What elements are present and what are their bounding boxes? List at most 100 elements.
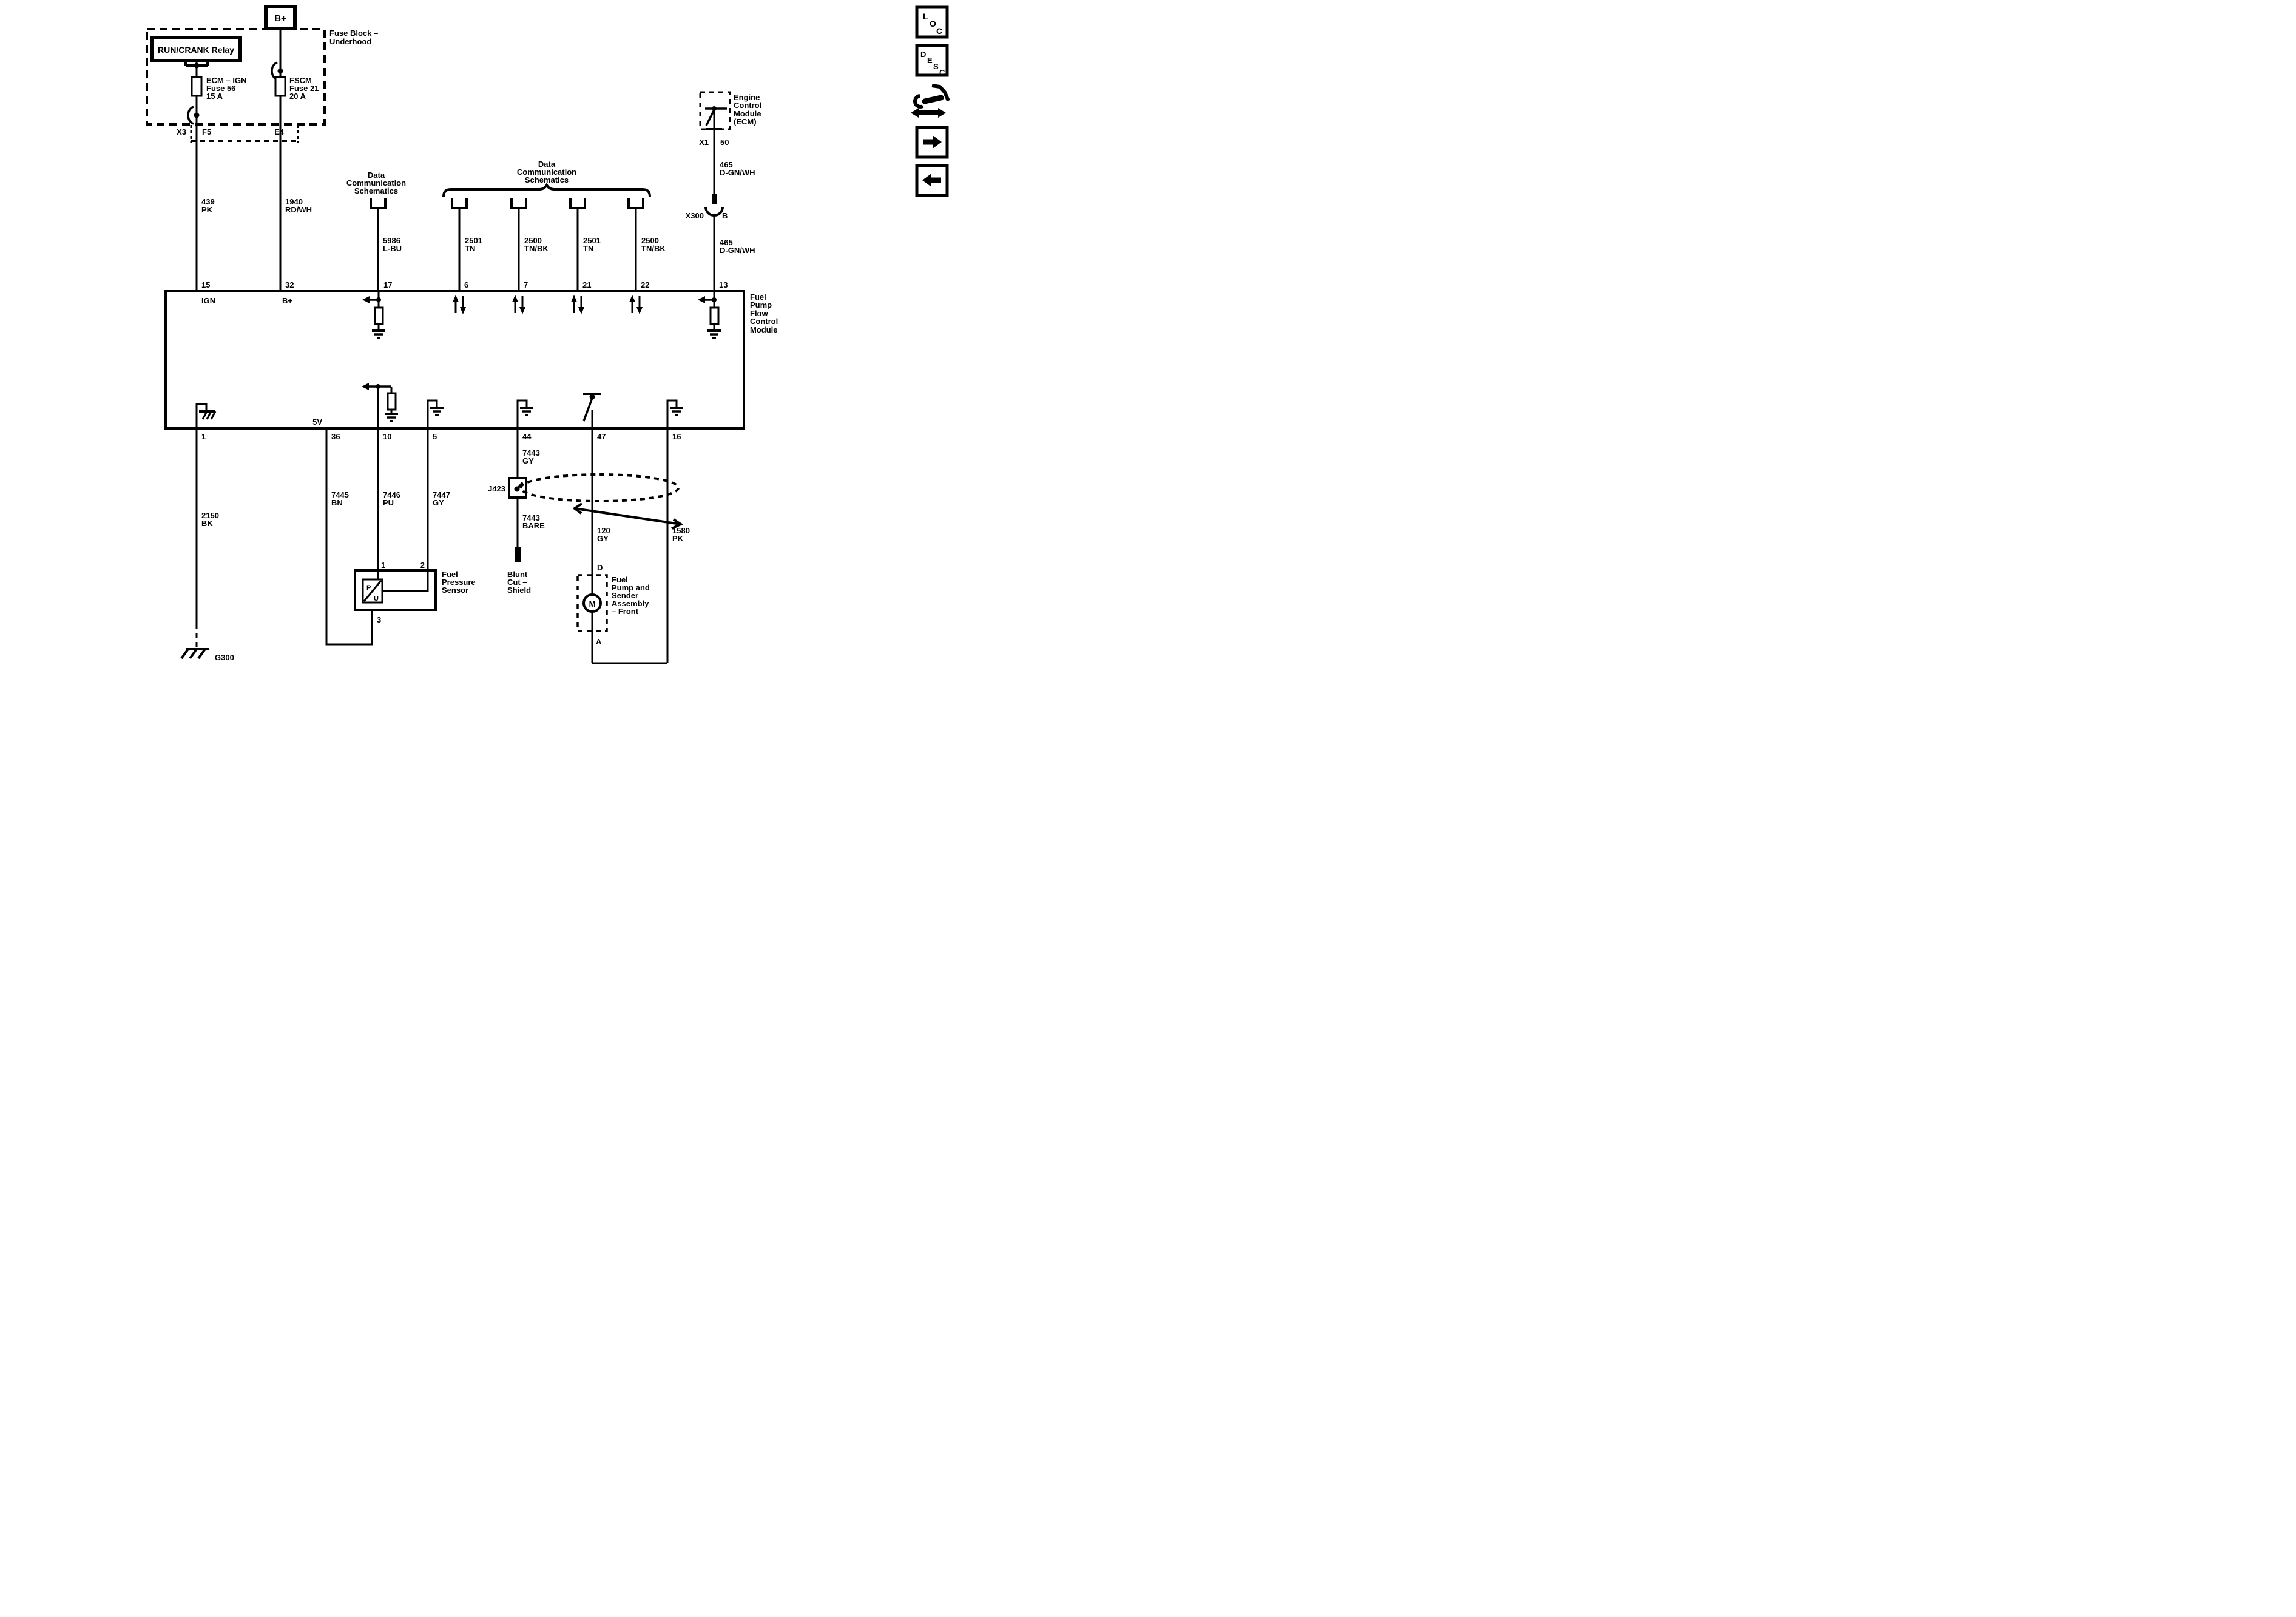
engine-control-module: Engine Control Module (ECM) X1 50 465 D-… — [686, 91, 761, 291]
sensor-pin-2: 2 — [420, 561, 425, 570]
wire439-color: PK — [201, 205, 213, 214]
wire2501b-circuit: 2501 — [583, 236, 601, 245]
pin1-internal-chassis-ground — [195, 403, 217, 428]
wire7445-circuit: 7445 — [331, 490, 349, 499]
pin-47: 47 — [597, 432, 606, 441]
module-label-line3: Flow — [750, 309, 768, 318]
toolbar: L O C D E S C — [911, 5, 950, 197]
wire5986-circuit: 5986 — [383, 236, 400, 245]
pump-label-line5: – Front — [612, 607, 639, 616]
pin13-internal-circuit — [698, 291, 721, 339]
data-comm-left: Data Communication Schematics 5986 L-BU — [346, 170, 406, 291]
wire465a-circuit: 465 — [720, 160, 733, 169]
next-page-button[interactable] — [915, 126, 949, 159]
fuse-56-symbol — [191, 76, 203, 97]
wire439-circuit: 439 — [201, 197, 215, 206]
data-comm-left-line1: Data — [368, 170, 385, 180]
pin47-internal-switch — [582, 393, 601, 428]
fuel-pump-flow-control-module: Fuel Pump Flow Control Module 15 32 17 6… — [164, 280, 778, 441]
wire2500a-color: TN/BK — [524, 244, 549, 253]
pump-label-line4: Assembly — [612, 599, 649, 608]
wire2500b-circuit: 2500 — [641, 236, 659, 245]
x300-label: X300 — [686, 211, 704, 220]
pin-22: 22 — [641, 280, 649, 289]
left-arrow-icon — [922, 174, 931, 187]
bplus-label: B+ — [274, 13, 286, 24]
pin-1: 1 — [201, 432, 206, 441]
wire7443bare-circuit: 7443 — [522, 513, 540, 522]
pump-label-line2: Pump and — [612, 583, 650, 592]
data-comm-left-line2: Communication — [346, 178, 406, 187]
module-outline — [164, 290, 745, 430]
ecm-switch-blade — [705, 109, 715, 126]
desc-letter-e: E — [927, 56, 933, 65]
wire7447-color: GY — [433, 498, 444, 507]
pin-36: 36 — [331, 432, 340, 441]
data-comm-left-line3: Schematics — [354, 186, 398, 195]
loc-letter-l: L — [923, 12, 928, 21]
connector-e4-label: E4 — [274, 127, 285, 137]
sensor-outline — [354, 569, 437, 611]
module-ign-label: IGN — [201, 296, 215, 305]
fuel-pressure-sensor: 1 2 P U 3 Fuel Pressure Sensor — [354, 561, 476, 624]
wire5986-color: L-BU — [383, 244, 402, 253]
fuse56-line1: ECM – IGN — [206, 76, 246, 85]
offpage-connector-symbol — [370, 198, 387, 209]
desc-letter-d: D — [920, 50, 926, 59]
sensor-label-line3: Sensor — [442, 586, 468, 595]
blunt-cut-stub — [515, 547, 521, 562]
ecm-label-line1: Engine — [734, 93, 760, 102]
blunt-label-line3: Shield — [507, 586, 531, 595]
fuse-21-symbol — [274, 76, 286, 97]
wire7447-circuit: 7447 — [433, 490, 450, 499]
connector-x3-label: X3 — [177, 127, 186, 137]
run-crank-relay-label: RUN/CRANK Relay — [158, 45, 234, 55]
ecm-label-line2: Control — [734, 101, 761, 110]
fuse-block-title-line1: Fuse Block – — [329, 29, 378, 38]
fuse21-line2: Fuse 21 — [289, 84, 319, 93]
relay-contact-junction-dot — [194, 62, 200, 69]
data-comm-right-line2: Communication — [517, 167, 576, 177]
loc-letter-c: C — [936, 26, 942, 36]
pin-15: 15 — [201, 280, 210, 289]
sensor-u-glyph: U — [374, 595, 379, 603]
fuse-block-title-line2: Underhood — [329, 37, 371, 46]
blunt-label-line1: Blunt — [507, 570, 528, 579]
loc-letter-o: O — [930, 19, 936, 29]
wire2150-color: BK — [201, 519, 213, 528]
wire2501b-color: TN — [583, 244, 593, 253]
pin44-internal-ground — [516, 399, 533, 428]
ecm-label-line3: Module — [734, 109, 761, 118]
pin-32: 32 — [285, 280, 294, 289]
module-bplus-label: B+ — [282, 296, 292, 305]
wire1580-color: PK — [672, 534, 684, 543]
wire7443gy-circuit: 7443 — [522, 448, 540, 457]
pin-10: 10 — [383, 432, 391, 441]
pin16-internal-ground — [666, 399, 683, 428]
wire1940-circuit: 1940 — [285, 197, 303, 206]
ecm-pin-50: 50 — [720, 138, 729, 147]
fuse56-line2: Fuse 56 — [206, 84, 235, 93]
pump-dashed-outline — [576, 574, 608, 632]
fuse21-line3: 20 A — [289, 92, 306, 101]
wire7446-color: PU — [383, 498, 394, 507]
module-label-line5: Module — [750, 325, 778, 334]
wire120-circuit: 120 — [597, 526, 610, 535]
pump-pin-a: A — [596, 637, 602, 646]
fuel-pump-sender-assembly: 120 GY D M A 1580 PK Fuel Pump and Sende… — [576, 428, 690, 664]
loc-button[interactable]: L O C — [915, 5, 949, 39]
g300-chassis-ground-symbol — [180, 648, 209, 660]
data-comm-right-line3: Schematics — [525, 175, 569, 184]
pump-label-line1: Fuel — [612, 575, 628, 584]
repair-tools-icon[interactable] — [911, 84, 950, 118]
schematic-canvas: Fuse Block – Underhood B+ RUN/CRANK Rela… — [146, 5, 950, 664]
desc-button[interactable]: D E S C — [915, 44, 949, 77]
brace-symbol — [442, 182, 651, 197]
shield-cut-indicator — [572, 502, 684, 530]
pin-13: 13 — [719, 280, 728, 289]
fuse56-line3: 15 A — [206, 92, 223, 101]
blunt-label-line2: Cut – — [507, 578, 527, 587]
previous-page-button[interactable] — [915, 164, 949, 197]
wire1940-color: RD/WH — [285, 205, 312, 214]
wire2501a-circuit: 2501 — [465, 236, 482, 245]
